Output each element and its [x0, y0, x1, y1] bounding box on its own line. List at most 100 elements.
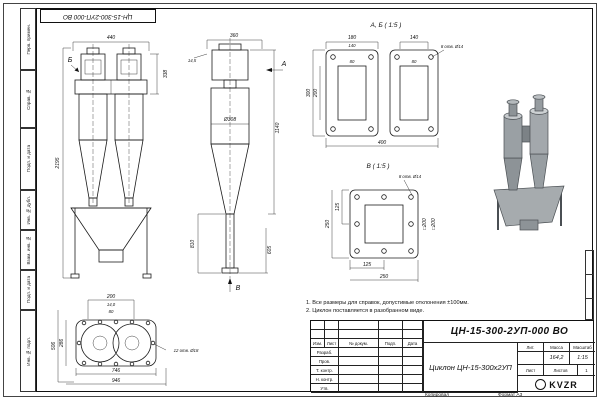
row-utv: Утв. [311, 384, 339, 393]
inverted-doc-number: ЦН-15-300-2УП-000 ВО [63, 12, 133, 20]
dim-label: 250 [325, 220, 331, 230]
dim-label: 440 [107, 35, 116, 41]
view-arrow-label-a: А [281, 61, 287, 68]
right-margin-cells [585, 250, 594, 320]
cyclone-3d-shapes [493, 94, 565, 231]
dim-label: 125 [363, 262, 372, 268]
dim-label: 946 [112, 378, 121, 384]
holes-note: 8 отв. Ø14 [399, 174, 422, 179]
dim-label: 250 [379, 274, 389, 280]
dim-label: 605 [267, 246, 273, 255]
mass-label: Масса [543, 343, 569, 352]
margin-cell: Перв. примен. [20, 8, 36, 70]
inverted-doc-number-stamp: ЦН-15-300-2УП-000 ВО [40, 9, 156, 23]
bottom-flange-outline [75, 319, 157, 367]
margin-cell: Подп. и дата [20, 128, 36, 190]
dim-label: □200 [422, 218, 428, 230]
margin-label: Инв. № дубл. [25, 195, 31, 225]
dim-label: 180 [348, 35, 357, 41]
v-dim-lines [331, 179, 419, 282]
v-flange [349, 189, 419, 259]
dim-label: 400 [378, 140, 387, 146]
dim-label: 80 [412, 59, 417, 64]
dim-label: 80 [350, 59, 355, 64]
view-arrow-label-v: В [236, 285, 241, 292]
dim-label: 200 [106, 294, 116, 300]
view-arrow-v [228, 278, 232, 292]
dim-label: □200 [431, 218, 437, 230]
ab-dim-lines [312, 41, 445, 148]
dim-label: 338 [163, 70, 169, 79]
scale-value: 1:15 [569, 352, 595, 365]
copied-label: Копировал [425, 393, 450, 398]
section-v-drawing: В ( 1:5 ) 8 отв. Ø14 125 250 125 250 □20… [325, 163, 437, 282]
section-title: А, Б ( 1:5 ) [370, 22, 402, 29]
row-tkontr: Т. контр. [311, 366, 339, 375]
view-arrow-label-b: Б [68, 57, 73, 64]
dim-label: 286 [59, 339, 65, 349]
margin-cell: Справ. № [20, 70, 36, 128]
dim-label: 1140 [275, 122, 281, 133]
dim-label: 200 [313, 89, 319, 99]
company-logo: KVZR [517, 376, 595, 393]
dim-label: 360 [230, 33, 239, 39]
margin-cell: Взам. инв. № [20, 230, 36, 270]
front-dim-lines [62, 41, 159, 279]
lit-label: Лит. [517, 343, 543, 352]
dim-label: 14,0 [107, 302, 116, 307]
dim-label: 140 [410, 35, 419, 41]
title-block-left-grid: Изм. Лист № докум. Подп. Дата Разраб. Пр… [311, 321, 423, 393]
margin-cell: Инв. № подл. [20, 310, 36, 392]
margin-label: Взам. инв. № [25, 235, 31, 265]
title-block: Изм. Лист № докум. Подп. Дата Разраб. Пр… [310, 320, 595, 393]
scale-label: Масштаб [569, 343, 595, 352]
bottom-dim-lines [57, 299, 167, 386]
margin-label: Подп. и дата [25, 145, 31, 173]
mass-value: 164,2 [543, 352, 569, 365]
holes-note: 8 отв. Ø14 [441, 44, 464, 49]
dim-label: 810 [190, 240, 196, 249]
note-line: 2. Циклон поставляется в разобранном вид… [306, 308, 424, 314]
section-ab-drawing: А, Б ( 1:5 ) 180 140 80 140 80 8 отв. Ø1… [306, 22, 464, 148]
dim-label: 746 [112, 368, 121, 374]
sheets-label: Листов [543, 365, 577, 376]
row-razrab: Разраб. [311, 348, 339, 357]
dim-label: 140 [348, 43, 356, 48]
dim-label: 506 [51, 342, 57, 351]
sheet-outer-border [3, 3, 597, 397]
front-center-lines [92, 44, 130, 204]
front-view-drawing: 440 338 2195 Б [55, 35, 169, 279]
format-label: Формат А3 [498, 393, 523, 398]
doc-number: ЦН-15-300-2УП-000 ВО [423, 321, 595, 343]
section-title: В ( 1:5 ) [366, 163, 389, 170]
margin-label: Подп. и дата [25, 276, 31, 304]
margin-label: Перв. примен. [25, 23, 31, 55]
side-dim-lines [193, 39, 276, 274]
dim-label: Ø308 [223, 117, 236, 123]
dim-label: 14,5 [188, 58, 197, 63]
side-view-drawing: 360 14,5 1140 Ø308 810 605 А В [188, 33, 287, 292]
margin-label: Инв. № подл. [25, 336, 31, 366]
row-nkontr: Н. контр. [311, 375, 339, 384]
sheets-value: 1 [577, 365, 595, 376]
col-izm: Изм. [311, 339, 325, 348]
col-data: Дата [403, 339, 423, 348]
col-podp: Подп. [379, 339, 403, 348]
margin-cell: Подп. и дата [20, 270, 36, 310]
drawing-notes: 1. Все размеры для справок, допустимые о… [306, 299, 592, 315]
holes-note: 12 отв. Ø18 [174, 348, 199, 353]
sheet-label: Лист [517, 365, 543, 376]
note-line: 1. Все размеры для справок, допустимые о… [306, 300, 469, 306]
col-dokum: № докум. [339, 339, 379, 348]
row-prov: Пров. [311, 357, 339, 366]
dim-label: 125 [335, 203, 341, 212]
logo-text: KVZR [549, 379, 578, 390]
lit-value [517, 352, 543, 365]
view-arrow-a [266, 68, 283, 72]
ab-flanges [325, 49, 439, 137]
product-name: Циклон ЦН-15-300х2УП [423, 343, 517, 393]
view-arrow-b [70, 64, 80, 73]
dim-label: 2195 [55, 157, 61, 169]
dim-label: 80 [109, 309, 114, 314]
